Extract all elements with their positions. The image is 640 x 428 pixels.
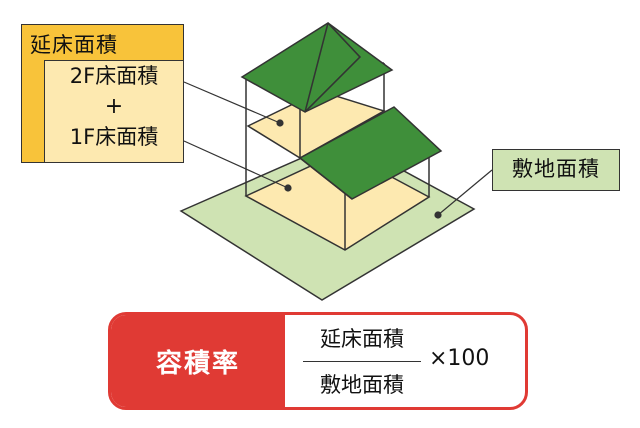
floor-breakdown-label: 2F床面積 + 1F床面積: [44, 60, 184, 163]
formula-name: 容積率: [111, 315, 285, 407]
site-area-label: 敷地面積: [492, 149, 620, 191]
upper-roof: [240, 22, 394, 113]
formula-denominator: 敷地面積: [320, 373, 404, 397]
formula-numerator: 延床面積: [320, 327, 404, 351]
floor2-area-text: 2F床面積: [69, 64, 159, 88]
formula-multiplier: ×100: [429, 346, 490, 371]
floor-area-ratio-formula: 容積率 延床面積 敷地面積 ×100: [108, 312, 528, 410]
fraction-bar: [303, 361, 421, 362]
plus-sign: +: [104, 94, 124, 119]
floor1-area-text: 1F床面積: [69, 125, 159, 149]
total-floor-area-title: 延床面積: [30, 33, 118, 57]
leader-lines: [183, 81, 493, 219]
lower-roof: [298, 106, 443, 200]
